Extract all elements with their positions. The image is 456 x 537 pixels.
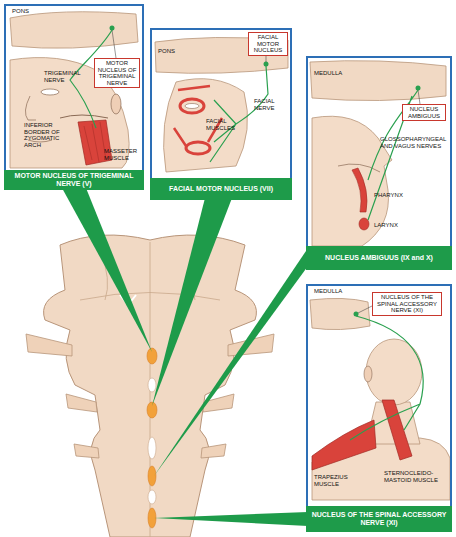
panel-background <box>4 4 144 190</box>
head <box>366 339 422 405</box>
nucleus-name: FACIAL MOTOR NUCLEUS <box>250 34 286 54</box>
anatomy-label: TRIGEMINAL NERVE <box>44 70 80 83</box>
nerve-root <box>201 444 226 458</box>
anatomy-label: TRAPEZIUS MUSCLE <box>314 474 358 487</box>
accessory-nerve <box>350 316 423 440</box>
facial-muscle <box>174 86 222 146</box>
anatomy-label: LARYNX <box>374 222 414 229</box>
panel-banner: NUCLEUS OF THE SPINAL ACCESSORY NERVE (X… <box>306 506 452 532</box>
pointer-wedge <box>152 198 232 406</box>
panel-banner: NUCLEUS AMBIGUUS (IX and X) <box>306 246 452 270</box>
panel-banner: FACIAL MOTOR NUCLEUS (VII) <box>150 178 292 200</box>
nerve-root <box>74 444 99 458</box>
nucleus-panel: NUCLEUS OF THE SPINAL ACCESSORY NERVE (X… <box>306 284 452 532</box>
zygomatic-arch <box>60 115 108 118</box>
nucleus <box>264 62 269 67</box>
nucleus-name: NUCLEUS AMBIGUUS <box>404 106 444 119</box>
brainstem <box>44 235 257 537</box>
muscle-fibers <box>84 122 106 162</box>
pointer-wedge <box>154 512 308 526</box>
anatomy-label: MEDULLA <box>314 70 354 77</box>
face <box>164 79 248 172</box>
nucleus-name: NUCLEUS OF THE SPINAL ACCESSORY NERVE (X… <box>374 294 440 314</box>
panel-background <box>306 56 452 270</box>
eye <box>185 104 199 109</box>
eye <box>41 89 59 95</box>
anatomy-label: MASSETER MUSCLE <box>104 148 142 161</box>
nucleus-dot <box>147 402 157 418</box>
nucleus-dot <box>147 348 157 364</box>
pons-section <box>10 12 138 49</box>
nucleus <box>416 86 421 91</box>
medulla-section <box>310 61 446 101</box>
panel-background <box>306 284 452 532</box>
anatomy-label: FACIAL NERVE <box>254 98 288 111</box>
pharynx <box>352 168 367 212</box>
pointer-wedge <box>154 248 308 476</box>
medulla-section <box>310 298 370 329</box>
facial-muscle <box>186 142 210 154</box>
nerve-root <box>66 394 97 412</box>
nucleus-label-box: NUCLEUS AMBIGUUS <box>402 104 446 121</box>
nucleus <box>110 26 115 31</box>
nucleus-name: MOTOR NUCLEUS OF TRIGEMINAL NERVE <box>96 60 138 86</box>
anatomy-label: PHARYNX <box>374 192 414 199</box>
nucleus-outline <box>148 437 156 459</box>
facial-nerve <box>210 66 268 162</box>
pointer-wedge <box>62 188 152 352</box>
leader-line <box>266 56 267 62</box>
anatomy-label: PONS <box>158 48 188 55</box>
nucleus-panel: NUCLEUS AMBIGUUS (IX and X) NUCLEUS AMBIG… <box>306 56 452 270</box>
panel-background <box>150 28 292 200</box>
nucleus-label-box: MOTOR NUCLEUS OF TRIGEMINAL NERVE <box>94 58 140 88</box>
ear <box>111 94 121 114</box>
anatomy-label: FACIAL MUSCLES <box>206 118 240 131</box>
leader-line <box>358 306 372 313</box>
anatomy-label: INFERIOR BORDER OF ZYGOMATIC ARCH <box>24 122 72 148</box>
nucleus <box>354 312 359 317</box>
nucleus-label-box: NUCLEUS OF THE SPINAL ACCESSORY NERVE (X… <box>372 292 442 316</box>
panel-banner: MOTOR NUCLEUS OF TRIGEMINAL NERVE (V) <box>4 170 144 190</box>
anatomy-label: PONS <box>12 8 42 15</box>
anatomy-label: GLOSSOPHARYNGEAL AND VAGUS NERVES <box>380 136 448 149</box>
nucleus-outline <box>148 490 156 504</box>
nose <box>25 96 36 120</box>
nucleus-panel: MOTOR NUCLEUS OF TRIGEMINAL NERVE (V) MOT… <box>4 4 144 190</box>
nerve-root <box>26 334 72 356</box>
nucleus-outline <box>148 378 156 392</box>
facial-muscle <box>180 99 204 113</box>
nucleus-dot <box>148 466 156 486</box>
anatomy-label: MEDULLA <box>314 288 354 295</box>
leader-line <box>112 30 116 58</box>
nucleus-label-box: FACIAL MOTOR NUCLEUS <box>248 32 288 56</box>
anatomy-label: STERNOCLEIDO-MASTOID MUSCLE <box>384 470 446 483</box>
leader-line <box>418 90 420 104</box>
ear <box>364 366 372 382</box>
trapezius-muscle <box>312 420 376 470</box>
